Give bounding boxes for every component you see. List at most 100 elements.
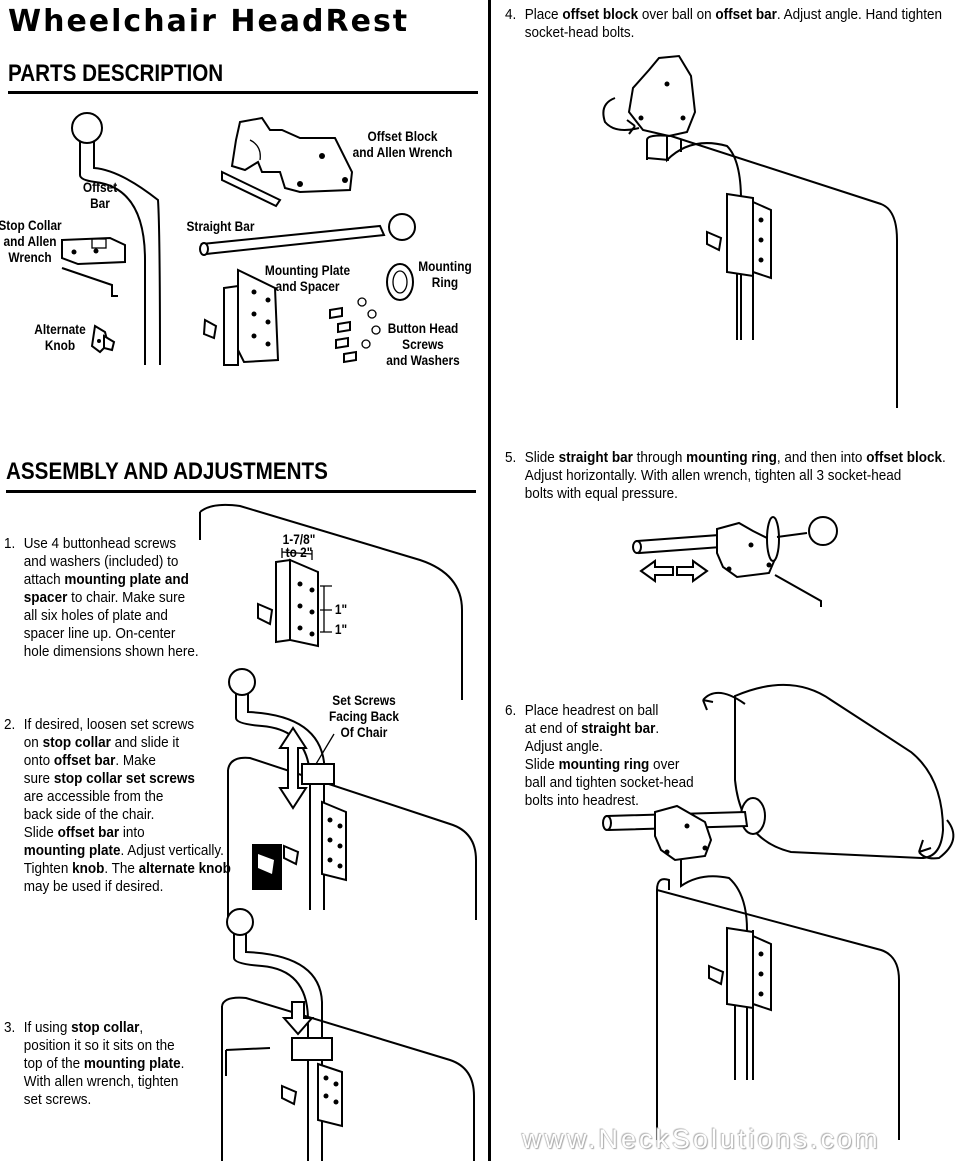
- step-text: If using: [23, 1019, 72, 1036]
- dim-h2: 1": [334, 622, 348, 637]
- step-line: onto offset bar. Make: [24, 752, 231, 770]
- alternate-knob-drawing: [90, 324, 116, 354]
- assembly-heading: ASSEMBLY AND ADJUSTMENTS: [6, 458, 328, 485]
- step4-illustration: [602, 54, 898, 408]
- step-line: Slide offset bar into: [24, 824, 231, 842]
- step-5-text: Slide straight bar through mounting ring…: [525, 449, 946, 503]
- step-line: on stop collar and slide it: [24, 734, 231, 752]
- step-line: spacer to chair. Make sure: [24, 589, 199, 607]
- step-term: knob: [72, 860, 105, 877]
- step-6-number: 6.: [505, 702, 517, 719]
- step-text: and washers (included) to: [23, 553, 179, 570]
- dim-h1: 1": [334, 602, 348, 617]
- step-line: sure stop collar set screws: [24, 770, 231, 788]
- step-line: are accessible from the: [24, 788, 231, 806]
- step-text: attach: [23, 571, 65, 588]
- step-text: bolts with equal pressure.: [524, 485, 678, 502]
- step-term: offset bar: [53, 752, 116, 769]
- step-1-number: 1.: [4, 535, 16, 552]
- step-line: If using stop collar,: [24, 1019, 185, 1037]
- step-text: Adjust angle.: [524, 738, 603, 755]
- step-line: ball and tighten socket-head: [525, 774, 694, 792]
- assembly-heading-rule: [6, 490, 476, 493]
- step-3: 3. If using stop collar,position it so i…: [4, 1019, 211, 1114]
- dim-width: 1-7/8"to 2": [282, 532, 316, 560]
- step-line: Place offset block over ball on offset b…: [525, 6, 942, 24]
- step-4-text: Place offset block over ball on offset b…: [525, 6, 942, 42]
- step-line: back side of the chair.: [24, 806, 231, 824]
- step-text: Adjust horizontally. With allen wrench, …: [524, 467, 902, 484]
- step-text: may be used if desired.: [23, 878, 164, 895]
- step-text: Use 4 buttonhead screws: [23, 535, 177, 552]
- straight-bar-drawing: [199, 213, 416, 256]
- label-straight-bar: Straight Bar: [186, 219, 255, 234]
- step-line: and washers (included) to: [24, 553, 199, 571]
- step-text: Tighten: [23, 860, 73, 877]
- step-text: Place headrest on ball: [524, 702, 659, 719]
- step-text: are accessible from the: [23, 788, 164, 805]
- step-text: onto: [23, 752, 54, 769]
- step-term: mounting ring: [558, 756, 650, 773]
- step-term: offset block: [562, 6, 639, 23]
- step-text: Slide: [23, 824, 58, 841]
- step-text: into: [119, 824, 145, 841]
- step-line: bolts with equal pressure.: [525, 485, 946, 503]
- step-text: .: [180, 1055, 185, 1072]
- step-3-number: 3.: [4, 1019, 16, 1036]
- document-title: Wheelchair HeadRest: [8, 4, 410, 39]
- step-4-number: 4.: [505, 6, 517, 23]
- step-line: Adjust horizontally. With allen wrench, …: [525, 467, 946, 485]
- step-line: mounting plate. Adjust vertically.: [24, 842, 231, 860]
- step-5: 5. Slide straight bar through mounting r…: [505, 449, 969, 507]
- step-text: over ball on: [638, 6, 716, 23]
- step-line: spacer line up. On-center: [24, 625, 199, 643]
- step-line: Tighten knob. The alternate knob: [24, 860, 231, 878]
- step-text: sure: [23, 770, 54, 787]
- step-line: Slide mounting ring over: [525, 756, 694, 774]
- step-line: may be used if desired.: [24, 878, 231, 896]
- step-term: mounting ring: [686, 449, 777, 466]
- step-text: through: [632, 449, 687, 466]
- step-term: offset bar: [715, 6, 777, 23]
- step-line: bolts into headrest.: [525, 792, 694, 810]
- step-term: mounting plate and: [64, 571, 189, 588]
- parts-heading-rule: [8, 91, 478, 94]
- step-term: stop collar set screws: [53, 770, 195, 787]
- step-line: at end of straight bar.: [525, 720, 694, 738]
- step-text: . Make: [115, 752, 156, 769]
- step-text: With allen wrench, tighten: [23, 1073, 179, 1090]
- step-text: and slide it: [110, 734, 180, 751]
- watermark: www.NeckSolutions.com: [522, 1124, 881, 1154]
- step-line: set screws.: [24, 1091, 185, 1109]
- mounting-plate-drawing: [202, 268, 280, 366]
- step-line: With allen wrench, tighten: [24, 1073, 185, 1091]
- parts-illustration: [61, 112, 416, 366]
- step-term: mounting plate: [83, 1055, 181, 1072]
- step2-illustration: [227, 668, 477, 920]
- step-line: hole dimensions shown here.: [24, 643, 199, 661]
- step3-illustration: [221, 908, 475, 1161]
- step-text: set screws.: [23, 1091, 92, 1108]
- step-3-text: If using stop collar,position it so it s…: [24, 1019, 185, 1109]
- step-text: top of the: [23, 1055, 84, 1072]
- step-line: top of the mounting plate.: [24, 1055, 185, 1073]
- step-text: .: [941, 449, 946, 466]
- step-line: attach mounting plate and: [24, 571, 199, 589]
- step5-illustration: [632, 516, 838, 607]
- step-line: Use 4 buttonhead screws: [24, 535, 199, 553]
- step-text: ball and tighten socket-head: [524, 774, 694, 791]
- step-term: offset bar: [57, 824, 120, 841]
- step6-illustration: [602, 683, 955, 1140]
- step-text: back side of the chair.: [23, 806, 155, 823]
- step-term: spacer: [23, 589, 68, 606]
- offset-bar-drawing: [71, 112, 161, 366]
